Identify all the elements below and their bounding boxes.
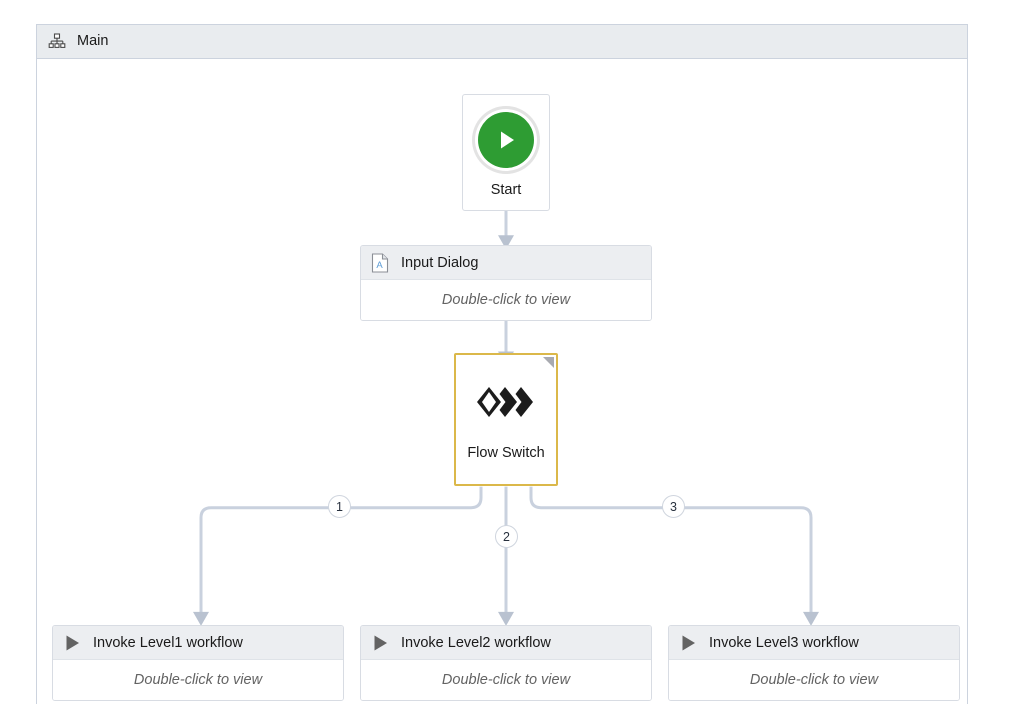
panel-header[interactable]: Main	[37, 25, 967, 59]
invoke-level3-hint: Double-click to view	[749, 672, 879, 688]
play-circle-icon	[475, 109, 537, 171]
play-triangle-glyph	[501, 131, 514, 149]
connector-badge-1[interactable]: 1	[328, 495, 351, 518]
text-document-icon: A	[371, 252, 389, 273]
invoke-level1-body[interactable]: Double-click to view	[53, 660, 343, 700]
flow-switch-diamond-icon	[477, 386, 533, 417]
input-dialog-body[interactable]: Double-click to view	[361, 280, 651, 320]
workflow-canvas[interactable]: Start A Input Dialog Double-click to vie…	[37, 59, 967, 704]
play-triangle-icon	[682, 635, 695, 650]
main-workflow-panel: Main	[36, 24, 968, 704]
invoke-level3-body[interactable]: Double-click to view	[669, 660, 959, 700]
invoke-level2-header[interactable]: Invoke Level2 workflow	[361, 626, 651, 660]
hierarchy-icon	[48, 32, 66, 48]
start-node[interactable]: Start	[462, 94, 550, 211]
resize-corner-icon[interactable]	[543, 357, 554, 368]
flow-switch-node[interactable]: Flow Switch	[454, 353, 558, 486]
invoke-level1-title: Invoke Level1 workflow	[93, 634, 243, 651]
connector-badge-2[interactable]: 2	[495, 525, 518, 548]
invoke-level1-node[interactable]: Invoke Level1 workflow Double-click to v…	[52, 625, 344, 701]
svg-text:A: A	[376, 260, 383, 271]
input-dialog-title: Input Dialog	[401, 254, 479, 271]
play-triangle-icon	[66, 635, 79, 650]
input-dialog-header[interactable]: A Input Dialog	[361, 246, 651, 280]
invoke-level3-title: Invoke Level3 workflow	[709, 634, 859, 651]
flow-switch-label: Flow Switch	[467, 444, 545, 461]
input-dialog-node[interactable]: A Input Dialog Double-click to view	[360, 245, 652, 321]
start-node-label: Start	[490, 182, 522, 198]
connector-badge-3[interactable]: 3	[662, 495, 685, 518]
page-title: Main	[77, 33, 109, 50]
invoke-level1-hint: Double-click to view	[133, 672, 263, 688]
invoke-level2-hint: Double-click to view	[441, 672, 571, 688]
play-triangle-icon	[374, 635, 387, 650]
invoke-level3-header[interactable]: Invoke Level3 workflow	[669, 626, 959, 660]
invoke-level2-title: Invoke Level2 workflow	[401, 634, 551, 651]
invoke-level1-header[interactable]: Invoke Level1 workflow	[53, 626, 343, 660]
invoke-level2-body[interactable]: Double-click to view	[361, 660, 651, 700]
invoke-level3-node[interactable]: Invoke Level3 workflow Double-click to v…	[668, 625, 960, 701]
input-dialog-hint: Double-click to view	[441, 292, 571, 308]
invoke-level2-node[interactable]: Invoke Level2 workflow Double-click to v…	[360, 625, 652, 701]
